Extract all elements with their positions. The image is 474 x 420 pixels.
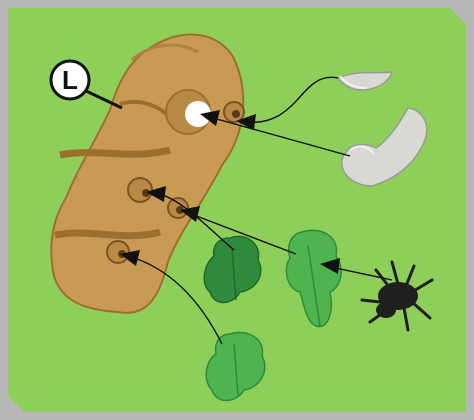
step-label-text: L (62, 65, 78, 95)
